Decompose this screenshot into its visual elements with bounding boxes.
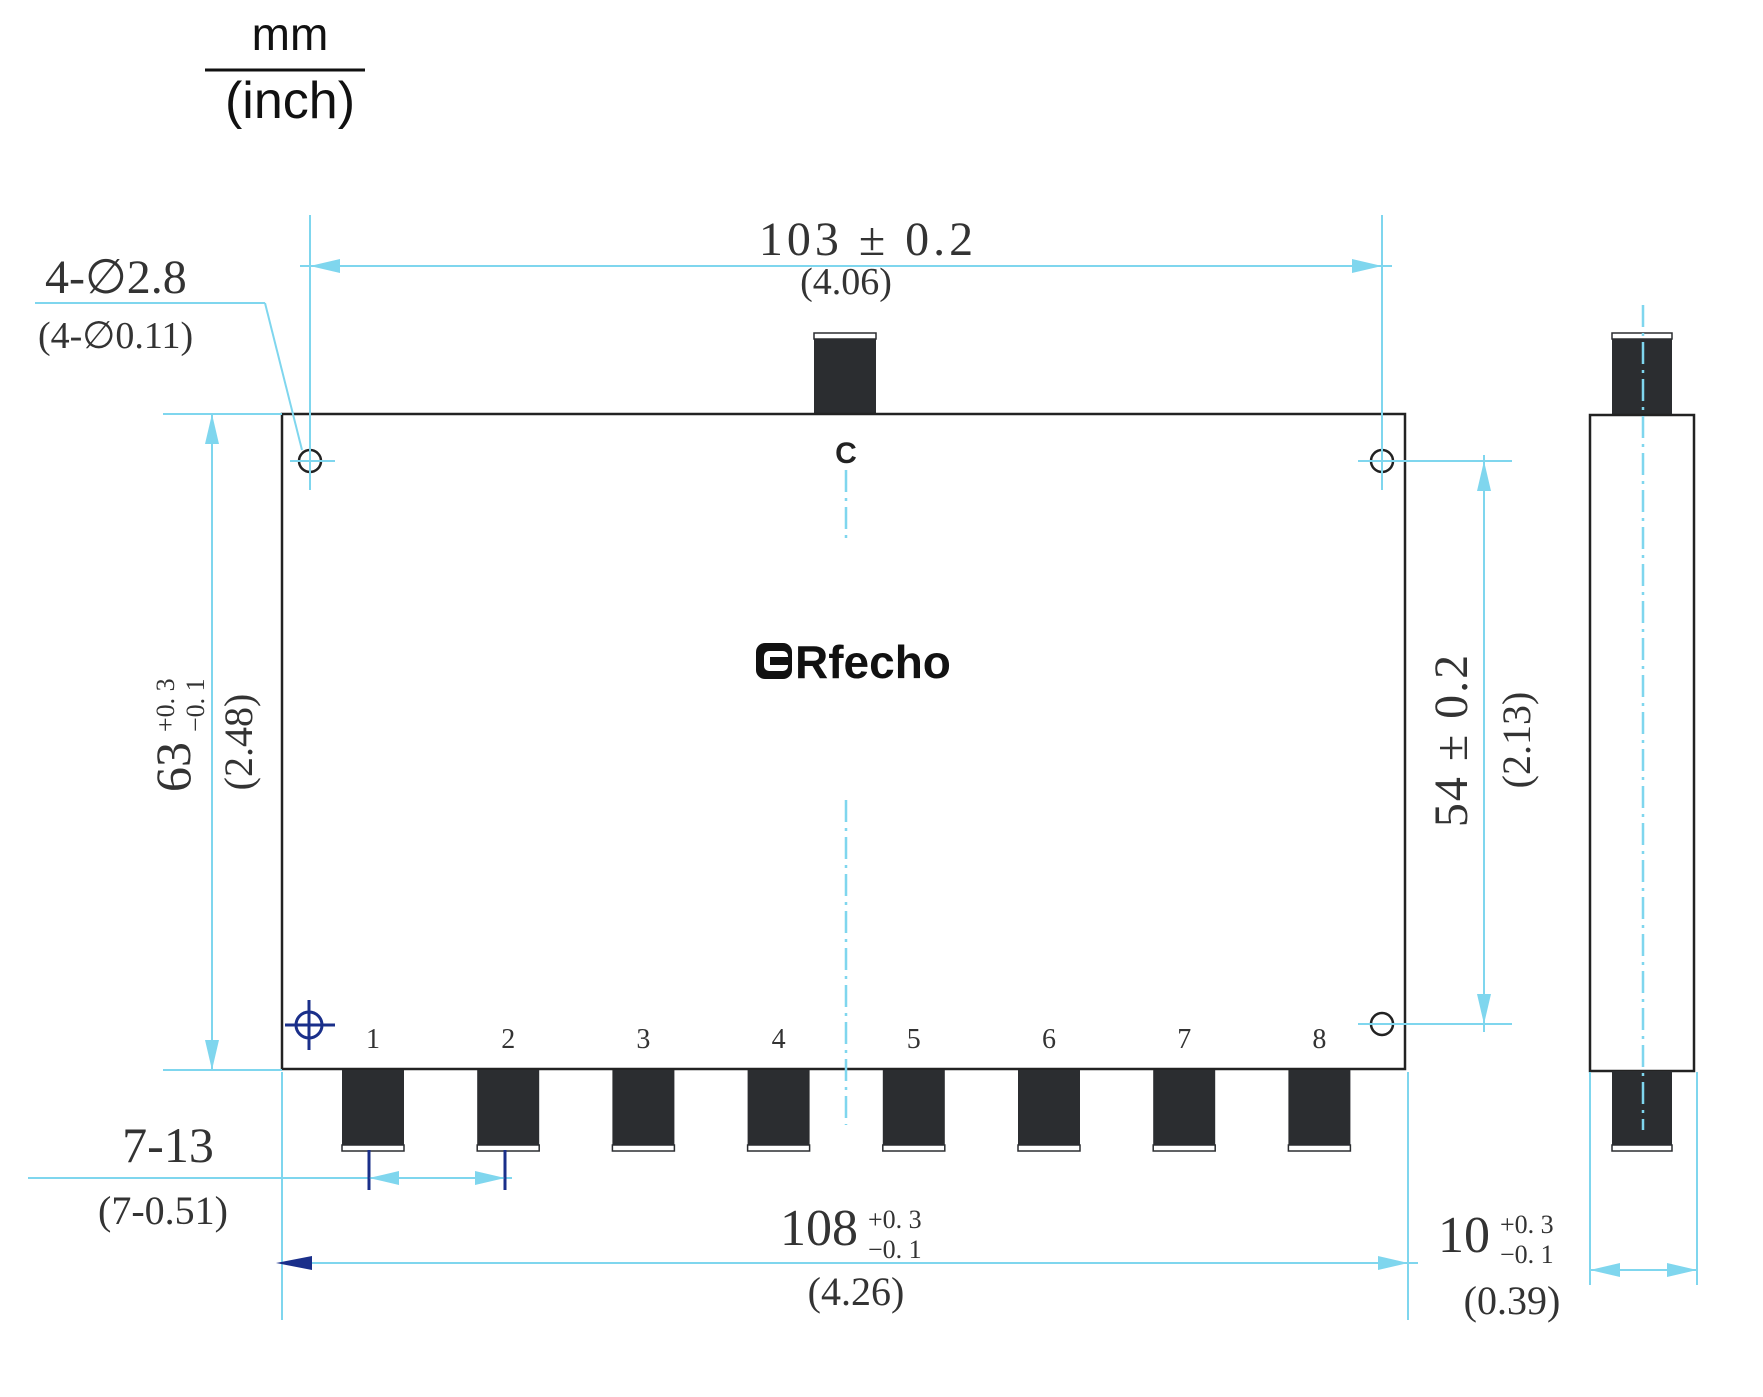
rfecho-logo: Rfecho: [756, 636, 951, 688]
output-port-2: 2: [476, 1024, 540, 1152]
dimension-labels: 4-∅2.8 (4-∅0.11) 103 ± 0.2 (4.06) 63 +0.…: [38, 213, 1560, 1323]
top-width-inch: (4.06): [800, 261, 892, 303]
output-port-3: 3: [611, 1024, 676, 1152]
bottom-width-inch: (4.26): [808, 1269, 905, 1314]
output-port-6: 6: [1017, 1024, 1081, 1152]
port-label-3: 3: [636, 1024, 650, 1055]
height-dimension-label: 63 +0. 3 −0. 1: [145, 678, 210, 792]
hole-spacing-mm: 54 ± 0.2: [1425, 653, 1478, 827]
units-inch: (inch): [225, 72, 355, 130]
top-view: C Rfecho 1 2 3 4 5 6 7 8: [280, 332, 1407, 1152]
port-label-4: 4: [772, 1024, 786, 1055]
bottom-width-tol-lower: −0. 1: [868, 1235, 922, 1264]
output-port-5: 5: [882, 1024, 946, 1152]
hole-callout-inch: (4-∅0.11): [38, 315, 193, 357]
bottom-width-mm: 108: [780, 1200, 858, 1257]
height-mm: 63: [145, 742, 201, 792]
hole-callout-mm: 4-∅2.8: [45, 251, 187, 304]
port-label-1: 1: [366, 1024, 380, 1055]
height-inch: (2.48): [216, 694, 261, 791]
output-port-8: 8: [1287, 1024, 1352, 1152]
output-port-1: 1: [341, 1024, 405, 1152]
hole-spacing-inch: (2.13): [1494, 692, 1539, 789]
common-port-connector: [813, 332, 877, 415]
height-tol-upper: +0. 3: [151, 678, 180, 732]
port-label-2: 2: [501, 1024, 515, 1055]
port-pitch-mm: 7-13: [122, 1117, 214, 1173]
output-ports: 1 2 3 4 5 6 7 8: [341, 1024, 1352, 1152]
depth-tol-lower: −0. 1: [1500, 1240, 1554, 1269]
datum-hole-bottom-left: [285, 1000, 335, 1050]
dimension-lines: [28, 215, 1698, 1320]
port-label-8: 8: [1312, 1024, 1326, 1055]
depth-tol-upper: +0. 3: [1500, 1210, 1554, 1239]
port-pitch-inch: (7-0.51): [98, 1188, 228, 1233]
logo-text: Rfecho: [795, 636, 951, 688]
side-view: [1588, 305, 1696, 1152]
depth-inch: (0.39): [1464, 1278, 1561, 1323]
output-port-4: 4: [746, 1024, 811, 1152]
output-port-7: 7: [1152, 1024, 1216, 1152]
depth-mm: 10: [1438, 1207, 1490, 1264]
port-label-5: 5: [907, 1024, 921, 1055]
units-mm: mm: [252, 8, 329, 60]
top-width-mm: 103 ± 0.2: [759, 213, 977, 266]
port-label-6: 6: [1042, 1024, 1056, 1055]
units-legend: mm (inch): [205, 8, 365, 130]
divider-body: [280, 412, 1407, 1071]
height-tol-lower: −0. 1: [181, 678, 210, 732]
common-port-label: C: [835, 437, 857, 470]
bottom-width-tol-upper: +0. 3: [868, 1205, 922, 1234]
port-label-7: 7: [1177, 1024, 1191, 1055]
